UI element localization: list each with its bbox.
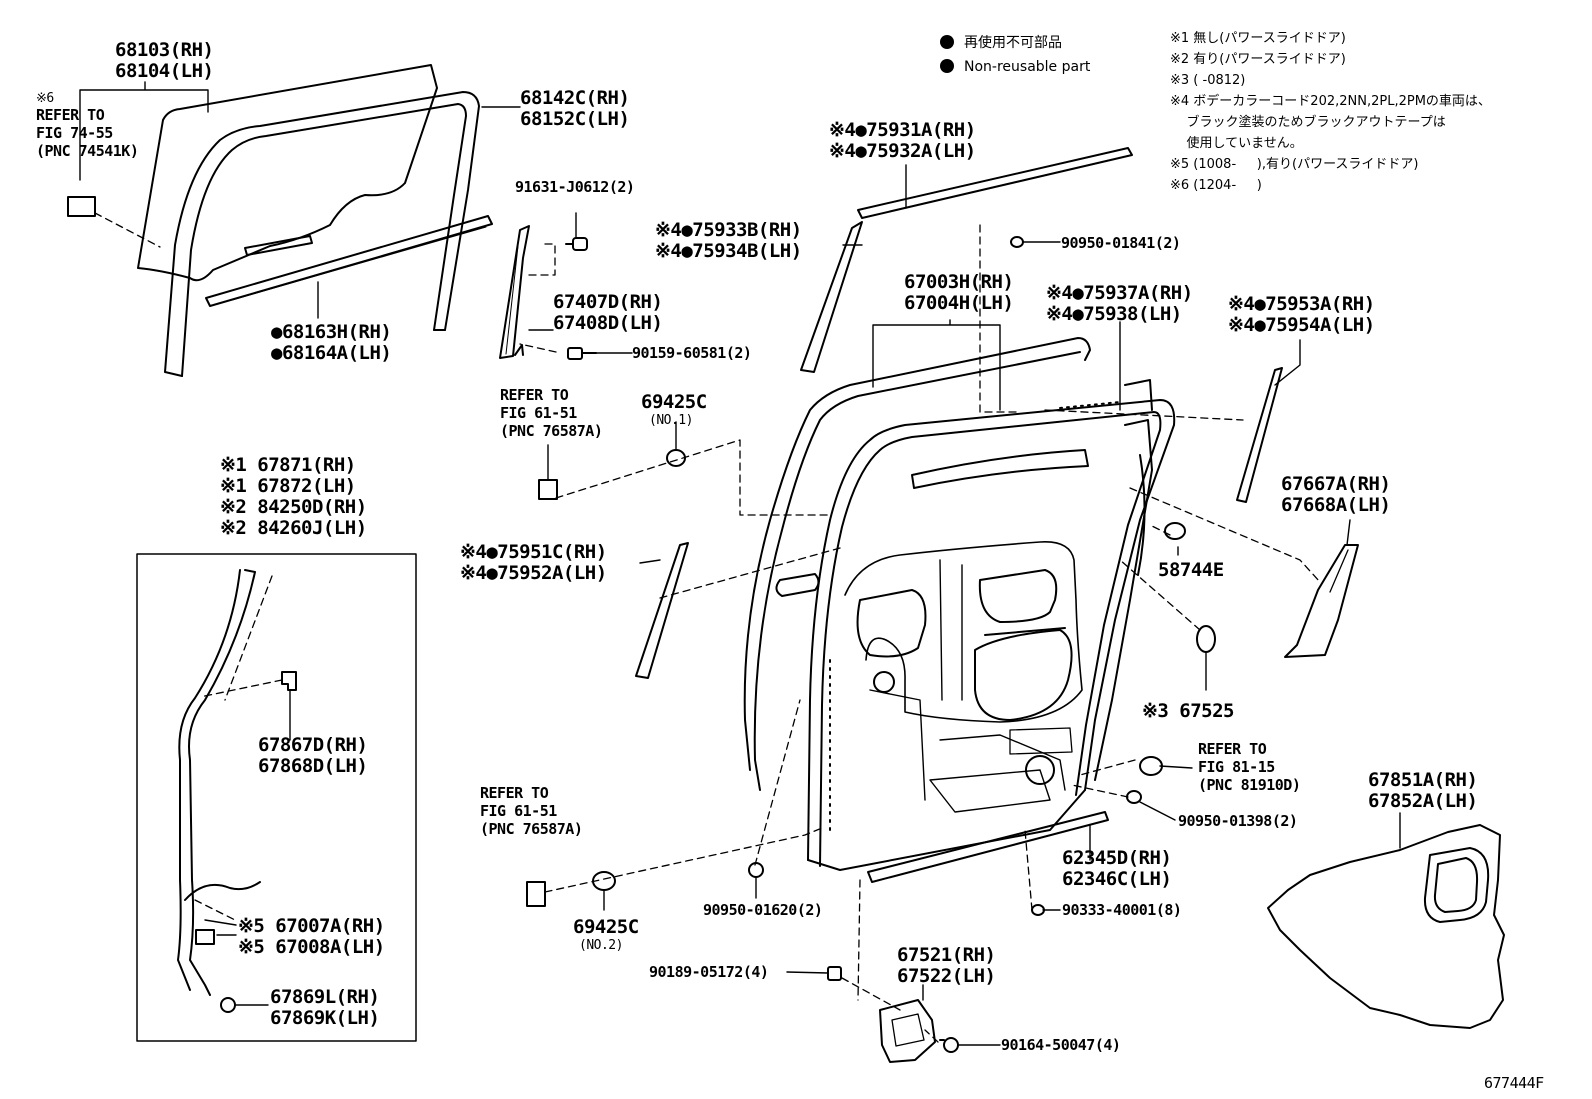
footnote-5: ※5 (1008- ),有り(パワースライドドア) — [1170, 157, 1419, 172]
wire-67007-icon — [184, 881, 261, 901]
service-hole-cover — [1267, 824, 1505, 1029]
clip-90189-icon — [827, 966, 842, 981]
screw-90164-icon — [939, 1037, 959, 1053]
glass-run-channel — [164, 91, 480, 377]
clip-90950-01841-icon — [1010, 236, 1024, 248]
legend-item-nonreusable-en: Non-reusable part — [940, 55, 1090, 79]
callout-service-cover: 67851A(RH)67852A(LH) — [1368, 769, 1478, 812]
lower-sash-rail — [499, 225, 530, 359]
cover-67667 — [1284, 544, 1359, 658]
weatherstrip-box-frame — [136, 553, 417, 1042]
clip-90950-01620-icon — [748, 862, 764, 878]
bracket-67867-icon — [281, 671, 297, 691]
callout-screw-90159: 90159-60581(2) — [632, 344, 752, 362]
callout-rail-67407: 67407D(RH)67408D(LH) — [553, 291, 663, 334]
footnote-4b: ブラック塗装のためブラックアウトテープは — [1170, 115, 1446, 130]
callout-tape-75951: ※4●75951C(RH)※4●75952A(LH) — [460, 541, 607, 584]
pad-refer-74-55 — [67, 196, 96, 217]
footnote-2: ※2 有り(パワースライドドア) — [1170, 52, 1346, 67]
callout-hinge-67521: 67521(RH)67522(LH) — [897, 944, 996, 987]
callout-screw-90164: 90164-50047(4) — [1001, 1036, 1121, 1054]
callout-bumper-69425-no1: 69425C (NO.1) — [641, 391, 707, 429]
footnotes: ※1 無し(パワースライドドア) ※2 有り(パワースライドドア) ※3 ( -… — [1170, 28, 1491, 196]
bullet-dot-icon — [940, 35, 954, 49]
glass-bottom-channel — [244, 235, 313, 256]
callout-plug-58744: 58744E — [1158, 559, 1224, 581]
callout-clip-90189: 90189-05172(4) — [649, 963, 769, 981]
legend: 再使用不可部品 Non-reusable part — [940, 31, 1090, 79]
plug-58744-icon — [1164, 522, 1186, 540]
callout-wire-67007: ※5 67007A(RH)※5 67008A(LH) — [238, 915, 385, 958]
plug-refer-81-15-icon — [1139, 756, 1163, 776]
footnote-4c: 使用していません。 — [1170, 136, 1303, 151]
callout-clip-90333: 90333-40001(8) — [1062, 901, 1182, 919]
hinge-cover-67521 — [879, 999, 936, 1063]
hole-plug-90950-01398-icon — [1126, 790, 1142, 804]
callout-weatherstrip-62345: 62345D(RH)62346C(LH) — [1062, 847, 1172, 890]
footnote-4: ※4 ボデーカラーコード202,2NN,2PL,2PMの車両は、 — [1170, 94, 1491, 109]
retainer-67869-icon — [220, 997, 236, 1013]
footnote-3: ※3 ( -0812) — [1170, 73, 1246, 88]
callout-run-channel: 68142C(RH)68152C(LH) — [520, 87, 630, 130]
footnote-6: ※6 (1204- ) — [1170, 178, 1262, 193]
side-weatherstrip — [177, 569, 256, 996]
callout-door-panel: 67003H(RH)67004H(LH) — [904, 271, 1014, 314]
callout-tape-75933: ※4●75933B(RH)※4●75934B(LH) — [655, 219, 802, 262]
pad-refer-61-51-top — [538, 479, 558, 500]
callout-bracket-67867: 67867D(RH)67868D(LH) — [258, 734, 368, 777]
callout-tape-75937: ※4●75937A(RH)※4●75938(LH) — [1046, 282, 1193, 325]
figure-code: 677444F — [1484, 1074, 1544, 1092]
tape-75931-strip — [857, 147, 1133, 219]
callout-cover-67667: 67667A(RH)67668A(LH) — [1281, 473, 1391, 516]
dashed-leader-lines — [94, 212, 1321, 1043]
footnote-1: ※1 無し(パワースライドドア) — [1170, 31, 1346, 46]
callout-retainer-67869: 67869L(RH)67869K(LH) — [270, 986, 380, 1029]
leader-lines — [79, 81, 1401, 1046]
callout-bolt-91631: 91631-J0612(2) — [515, 178, 635, 196]
sliding-door-body — [743, 337, 1176, 871]
callout-glass: 68103(RH)68104(LH) — [115, 39, 214, 82]
clip-90333-icon — [1031, 904, 1045, 916]
callout-inner-weatherstrip: ●68163H(RH)●68164A(LH) — [271, 321, 392, 364]
pad-refer-61-51-bottom — [526, 881, 546, 907]
callout-tape-75953: ※4●75953A(RH)※4●75954A(LH) — [1228, 293, 1375, 336]
bolt-91631-icon — [565, 237, 588, 251]
callout-bumper-69425-no2: 69425C (NO.2) — [573, 916, 639, 954]
tape-75951-strip — [635, 542, 689, 679]
legend-item-nonreusable-ja: 再使用不可部品 — [940, 31, 1090, 55]
callout-tape-75931: ※4●75931A(RH)※4●75932A(LH) — [829, 119, 976, 162]
lower-weatherstrip-62345 — [867, 811, 1109, 883]
bullet-dot-icon — [940, 59, 954, 73]
callout-clip-90950-01841: 90950-01841(2) — [1061, 234, 1181, 252]
inner-belt-weatherstrip — [205, 215, 493, 307]
door-glass — [137, 64, 438, 282]
tape-75953-strip — [1236, 367, 1283, 503]
callout-clip-90950-01620: 90950-01620(2) — [703, 901, 823, 919]
callout-hole-plug-90950-01398: 90950-01398(2) — [1178, 812, 1298, 830]
tape-75933-strip — [800, 221, 863, 373]
screw-90159-icon — [567, 347, 597, 360]
callout-plug-67525: ※3 67525 — [1142, 700, 1235, 722]
callout-weatherstrip-67871: ※1 67871(RH)※1 67872(LH) ※2 84250D(RH)※2… — [220, 454, 367, 539]
connector-67008-icon — [195, 929, 215, 945]
